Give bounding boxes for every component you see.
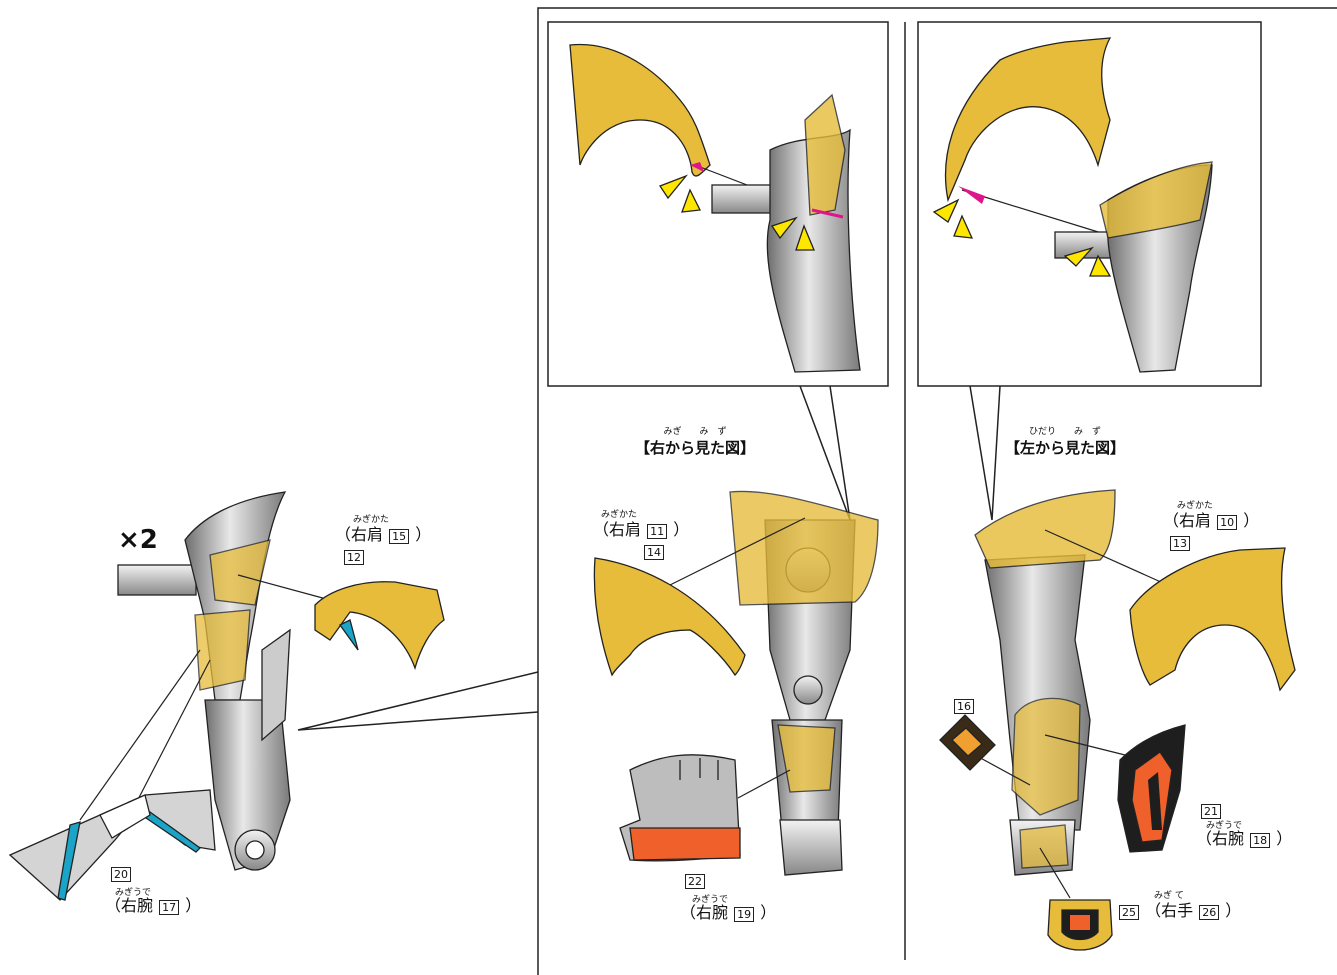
- furigana: みぎうで: [115, 889, 151, 898]
- label-text: （右腕: [1196, 829, 1244, 848]
- label-close: ）: [185, 896, 201, 915]
- label-right-shoulder-11: みぎかた （右肩 11 ） 14: [593, 512, 689, 560]
- label-part-16: 16: [953, 697, 975, 714]
- label-text: （右腕: [680, 903, 728, 922]
- label-right-hand-26: みぎ て 25 （右手 26 ）: [1118, 893, 1241, 920]
- multiplier-label: ×2: [118, 525, 158, 555]
- right-view-arm: [730, 491, 878, 875]
- part-number: 19: [734, 907, 754, 922]
- label-close: ）: [673, 520, 689, 539]
- part-number: 26: [1199, 905, 1219, 920]
- furigana: みぎかた: [601, 511, 637, 520]
- part-12-shoulder: [315, 582, 444, 668]
- part-number: 20: [111, 867, 131, 882]
- label-right-arm-19: 22 みぎうで （右腕 19 ）: [680, 872, 776, 922]
- label-text: （右肩: [335, 525, 383, 544]
- furigana: みぎかた: [1177, 502, 1213, 511]
- label-text: （右肩: [593, 520, 641, 539]
- part-number: 25: [1119, 905, 1139, 920]
- part-number: 12: [344, 550, 364, 565]
- left-view-arm: [975, 490, 1115, 875]
- left-view-inset: [934, 38, 1212, 372]
- furigana: みぎうで: [692, 896, 728, 905]
- part-number: 11: [647, 524, 667, 539]
- label-close: ）: [760, 903, 776, 922]
- label-close: ）: [1243, 511, 1259, 530]
- part-number: 21: [1201, 804, 1221, 819]
- part-number: 14: [644, 545, 664, 560]
- part-21-sticker: [1118, 725, 1185, 852]
- part-25-sticker: [1048, 900, 1112, 950]
- part-number: 22: [685, 874, 705, 889]
- part-13-shoulder: [1130, 548, 1295, 690]
- part-14-shoulder: [594, 558, 745, 675]
- furigana: みぎうで: [1206, 822, 1242, 831]
- label-close: ）: [1276, 829, 1292, 848]
- left-view-caption: 【左から見た図】: [970, 437, 1160, 458]
- right-view-caption: 【右から見た図】: [600, 437, 790, 458]
- label-right-arm-17: 20 みぎうで （右腕 17 ）: [105, 865, 201, 915]
- label-close: ）: [415, 525, 431, 544]
- right-view-inset: [570, 45, 860, 372]
- label-right-shoulder-10: みぎかた （右肩 10 ） 13: [1163, 503, 1259, 551]
- part-22-forearm-sticker: [620, 755, 740, 861]
- label-text: （右腕: [105, 896, 153, 915]
- part-number: 18: [1250, 833, 1270, 848]
- part-number: 10: [1217, 515, 1237, 530]
- furigana: みぎかた: [353, 516, 389, 525]
- label-text: （右肩: [1163, 511, 1211, 530]
- left-view-furigana: ひだり み ず: [970, 424, 1160, 437]
- label-right-shoulder-15: みぎかた （右肩 15 ） 12: [335, 517, 431, 565]
- furigana: みぎ て: [1154, 892, 1184, 901]
- label-right-arm-18: 21 みぎうで （右腕 18 ）: [1196, 802, 1292, 848]
- part-number: 17: [159, 900, 179, 915]
- label-text: （右手: [1145, 901, 1193, 920]
- label-close: ）: [1225, 901, 1241, 920]
- part-number: 16: [954, 699, 974, 714]
- right-view-furigana: みぎ み ず: [600, 424, 790, 437]
- part-number: 15: [389, 529, 409, 544]
- part-number: 13: [1170, 536, 1190, 551]
